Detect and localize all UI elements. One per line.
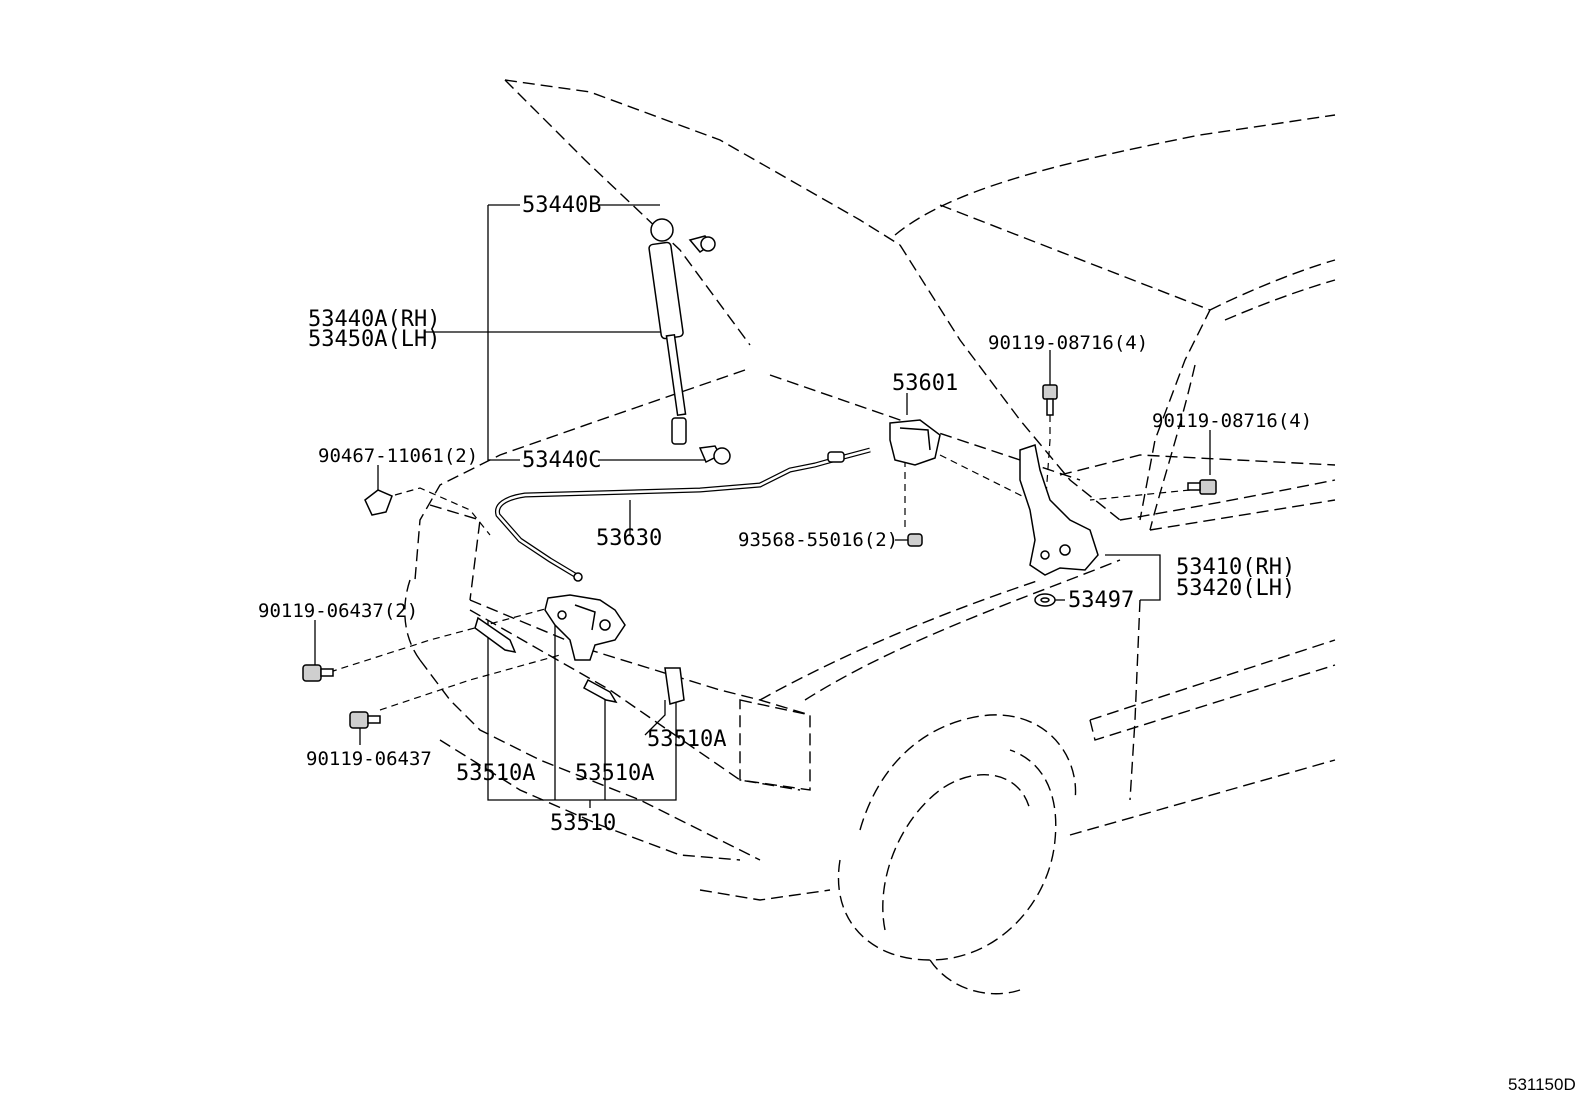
- label-53510A-middle: 53510A: [575, 761, 654, 786]
- bolt-hinge-top: [1042, 384, 1058, 416]
- bolt-lock-lower: [349, 711, 381, 729]
- label-53420-lh: 53420(LH): [1176, 576, 1295, 601]
- hood-hinge: [1019, 444, 1099, 576]
- label-53497: 53497: [1068, 588, 1134, 613]
- label-53450A-lh: 53450A(LH): [308, 327, 440, 352]
- diagram-code: 531150D: [1508, 1075, 1576, 1094]
- vehicle-outline: [404, 79, 1336, 995]
- clip-90467: [364, 489, 393, 516]
- cushion-93568: [907, 533, 923, 547]
- label-53601: 53601: [892, 371, 958, 396]
- hood-support-strut: [648, 218, 687, 445]
- hood-lock-control-lever: [889, 419, 941, 466]
- label-53410-rh: 53410(RH): [1176, 555, 1295, 580]
- label-90119-08716-right: 90119-08716(4): [1152, 410, 1312, 432]
- label-90119-06437: 90119-06437: [306, 748, 432, 770]
- label-53510: 53510: [550, 811, 616, 836]
- strut-ball-stud-lower: [698, 445, 731, 465]
- leader-lines: [314, 204, 1211, 808]
- hood-lock-assembly: [544, 594, 626, 661]
- label-90119-08716-top: 90119-08716(4): [988, 332, 1148, 354]
- hood-release-cable: [495, 447, 871, 582]
- lock-spring-mid: [583, 678, 618, 704]
- bolt-lock-upper: [302, 664, 334, 682]
- lock-spring-right: [664, 667, 685, 705]
- label-93568-55016: 93568-55016(2): [738, 529, 898, 551]
- label-53440C: 53440C: [522, 448, 601, 473]
- label-53440A-rh: 53440A(RH): [308, 307, 440, 332]
- label-90119-06437-2: 90119-06437(2): [258, 600, 418, 622]
- bolt-hinge-right: [1187, 479, 1217, 495]
- label-53510A-left: 53510A: [456, 761, 535, 786]
- label-53440B: 53440B: [522, 193, 601, 218]
- label-53510A-right: 53510A: [647, 727, 726, 752]
- strut-ball-stud-upper: [688, 235, 716, 253]
- label-90467-11061: 90467-11061(2): [318, 445, 478, 467]
- lock-spring-left: [474, 616, 517, 654]
- hinge-washer: [1034, 593, 1056, 607]
- label-53630: 53630: [596, 526, 662, 551]
